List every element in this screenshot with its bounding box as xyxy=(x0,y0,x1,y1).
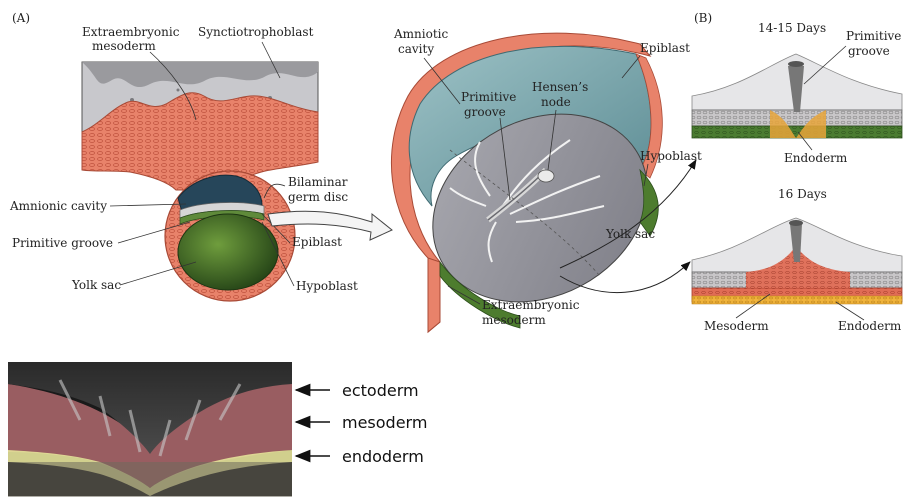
label-endoderm-b1: Endoderm xyxy=(784,151,848,165)
label-primitive-groove-b-line1: Primitive xyxy=(846,29,901,43)
label-ectoderm: ectoderm xyxy=(342,381,419,400)
label-epiblast-mid: Epiblast xyxy=(640,41,690,55)
label-primitive-groove-mid-line2: groove xyxy=(464,105,506,119)
label-syncytiotrophoblast: Synctiotrophoblast xyxy=(198,25,314,39)
sem-micrograph xyxy=(8,362,292,497)
label-epiblast-a: Epiblast xyxy=(292,235,342,249)
label-amnionic-cavity: Amnionic cavity xyxy=(9,199,107,213)
label-extraembryonic-mid-line2: mesoderm xyxy=(482,313,546,327)
label-hensens-node-line1: Hensen’s xyxy=(532,80,588,94)
label-extraembryonic-mesoderm-line1: Extraembryonic xyxy=(82,25,180,39)
label-bilaminar-line1: Bilaminar xyxy=(288,175,348,189)
label-amniotic-cavity-line2: cavity xyxy=(398,42,434,56)
label-hypoblast-a: Hypoblast xyxy=(296,279,358,293)
label-amniotic-cavity-line1: Amniotic xyxy=(393,27,448,41)
panel-a-tag: (A) xyxy=(12,11,30,25)
label-endoderm-b2: Endoderm xyxy=(838,319,902,333)
label-hensens-node-line2: node xyxy=(541,95,571,109)
label-primitive-groove-b-line2: groove xyxy=(848,44,890,58)
label-mesoderm-b: Mesoderm xyxy=(704,319,769,333)
label-yolk-sac-a: Yolk sac xyxy=(71,278,121,292)
label-primitive-groove-mid-line1: Primitive xyxy=(461,90,516,104)
middle-panel-illustration xyxy=(391,33,680,338)
label-hypoblast-mid: Hypoblast xyxy=(640,149,702,163)
label-16-days: 16 Days xyxy=(778,187,827,201)
label-extraembryonic-mid-line1: Extraembryonic xyxy=(482,298,580,312)
label-14-15-days: 14-15 Days xyxy=(758,21,826,35)
panel-b-tag: (B) xyxy=(694,11,712,25)
label-mesoderm-sem: mesoderm xyxy=(342,413,427,432)
label-extraembryonic-mesoderm-line2: mesoderm xyxy=(92,39,156,53)
label-bilaminar-line2: germ disc xyxy=(288,190,348,204)
panel-b-day16-illustration xyxy=(692,218,902,304)
panel-a-illustration xyxy=(82,62,318,301)
label-endoderm-sem: endoderm xyxy=(342,447,424,466)
panel-b-day14-illustration xyxy=(692,54,902,138)
label-primitive-groove-a: Primitive groove xyxy=(12,236,113,250)
